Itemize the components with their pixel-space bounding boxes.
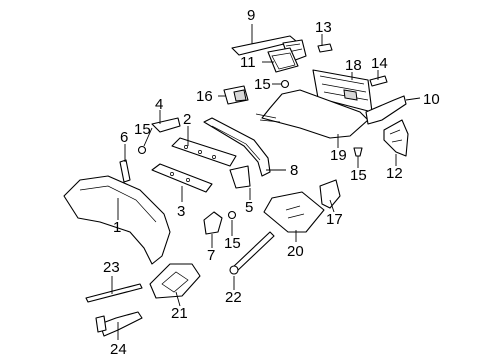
part-20-floor-mat [263,191,325,233]
part-8-reinforcement [203,117,271,177]
part-16-housing [223,85,249,105]
callout-17: 17 [326,211,343,228]
part-22-wrench [229,231,275,275]
callout-5: 5 [245,199,253,216]
part-15-fastener-top [280,79,290,89]
callout-22: 22 [225,289,242,306]
callout-14: 14 [371,55,388,72]
part-17-support [319,179,341,209]
part-15-fastener-right [353,147,363,157]
part-2-crossmember [171,137,237,167]
callout-19: 19 [330,147,347,164]
callout-15-left: 15 [134,121,151,138]
part-7-bracket [203,211,223,235]
callout-15-top: 15 [254,76,271,93]
part-10-side-trim [365,95,407,125]
part-4-trim [151,117,181,133]
part-1-bumper-cover [63,175,171,265]
part-21-jack [149,263,201,299]
callout-13: 13 [315,19,332,36]
part-5-bracket [229,165,251,189]
callout-8: 8 [290,162,298,179]
part-12-corner-bracket [383,119,409,157]
callout-21: 21 [171,305,188,322]
callout-16: 16 [196,88,213,105]
callout-24: 24 [110,341,127,358]
callout-12: 12 [386,165,403,182]
callout-3: 3 [177,203,185,220]
part-18-rear-panel [312,69,373,113]
callout-1: 1 [113,219,121,236]
part-15-fastener-left [137,145,147,155]
part-11-bracket [267,47,299,73]
callout-11: 11 [240,54,256,71]
callout-18: 18 [345,57,362,74]
part-6-strip [119,159,131,183]
part-3-lower-crossmember [151,163,213,193]
callout-9: 9 [247,7,255,24]
callout-4: 4 [155,96,163,113]
callout-20: 20 [287,243,304,260]
part-13-clip [317,43,333,53]
callout-2: 2 [183,111,191,128]
callout-labels: 1 2 3 4 5 6 7 8 9 10 11 12 13 14 15 15 1… [103,7,440,358]
part-15-fastener-center [227,210,237,220]
callout-15-right: 15 [350,167,367,184]
callout-10: 10 [423,91,440,108]
leader-lines [111,24,421,340]
part-23-jack-handle [85,283,143,303]
callout-6: 6 [120,129,128,146]
callout-23: 23 [103,259,120,276]
callout-7: 7 [207,247,215,264]
part-14-bracket [369,75,388,87]
part-24-wrench [95,311,143,337]
callout-15-center: 15 [224,235,241,252]
part-19-trunk-trim [255,89,369,139]
